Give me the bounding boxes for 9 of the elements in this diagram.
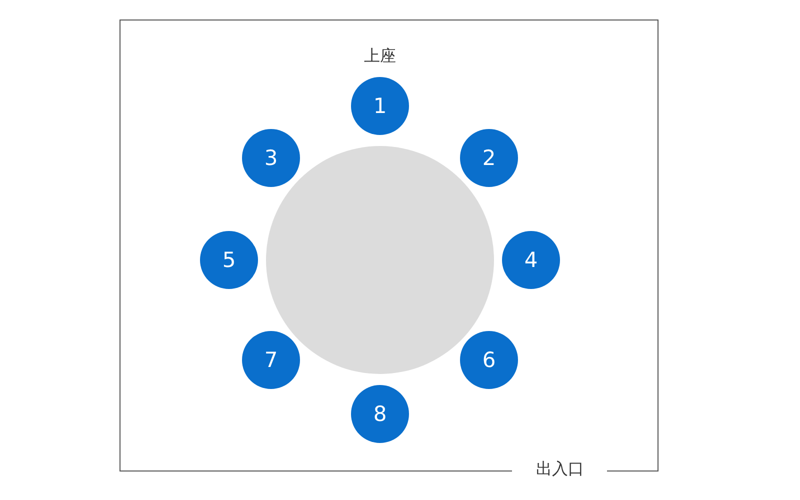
- seat-circle: 8: [351, 385, 409, 443]
- seat-circle: 5: [200, 231, 258, 289]
- seat-circle: 4: [502, 231, 560, 289]
- seat-circle: 7: [242, 331, 300, 389]
- seat-circle: 1: [351, 77, 409, 135]
- entrance-label: 出入口: [536, 459, 584, 479]
- seat-circle: 6: [460, 331, 518, 389]
- seat-circle: 3: [242, 129, 300, 187]
- seat-circle: 2: [460, 129, 518, 187]
